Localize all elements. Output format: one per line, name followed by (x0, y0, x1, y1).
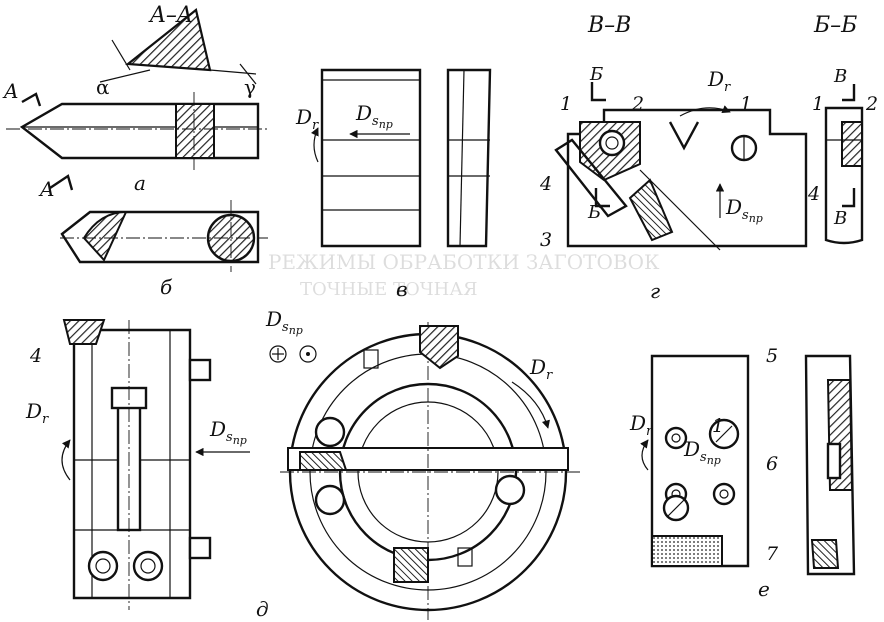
view-g: B–B Б Б 1 2 1 4 3 Dr Dsпр г (539, 13, 808, 303)
num-1-g: 1 (560, 93, 572, 115)
view-v-label: в (396, 277, 408, 301)
num-3-g: 3 (540, 229, 552, 251)
view-a: A A A–A α γ а (2, 3, 270, 201)
num-2-g: 2 (631, 93, 644, 115)
num-1-e: 1 (712, 415, 724, 437)
num-2-bb: 2 (865, 93, 878, 115)
dr-label-e: Dr (629, 411, 653, 439)
num-6-e: 6 (766, 453, 778, 475)
num-4-bb: 4 (807, 183, 820, 205)
num-1-g-right: 1 (740, 93, 752, 115)
dr-label-d: Dr (25, 399, 49, 427)
section-b-b-title: Б–Б (813, 13, 857, 38)
ds-label-v: Dsпр (355, 101, 393, 131)
section-b-b: Б–Б B B 1 2 4 (807, 13, 878, 245)
view-d-label: д (256, 597, 269, 621)
background-text-2: ТОЧНЫЕ ТОЧНАЯ (300, 279, 478, 300)
marker-b-cyr-bottom: Б (587, 202, 601, 223)
view-b: б (60, 200, 268, 299)
angle-alpha: α (96, 75, 110, 99)
num-4-g: 4 (539, 173, 552, 195)
num-1-bb: 1 (812, 93, 824, 115)
section-a-a-title: A–A (148, 3, 193, 28)
ds-label-e: Dsпр (683, 437, 721, 467)
view-v: Dr Dsпр в (295, 68, 492, 301)
angle-gamma: γ (244, 75, 256, 99)
marker-a-top: A (2, 79, 18, 103)
ds-label-g: Dsпр (725, 195, 763, 225)
ds-label-d-top: Dsпр (265, 307, 303, 337)
dr-label-g: Dr (707, 67, 731, 95)
view-e: 5 6 7 1 Dr Dsпр е (629, 345, 856, 601)
num-4-d: 4 (29, 345, 42, 367)
view-b-label: б (160, 275, 173, 299)
marker-v-bottom: B (833, 208, 847, 229)
view-e-label: е (758, 577, 770, 601)
marker-b-cyr-top: Б (589, 64, 603, 85)
dr-label-d-ring: Dr (529, 355, 553, 383)
num-5-e: 5 (766, 345, 778, 367)
dr-label-v: Dr (295, 105, 319, 133)
marker-v-top: B (833, 66, 847, 87)
num-7-e: 7 (766, 543, 779, 565)
ds-label-d: Dsпр (209, 417, 247, 447)
view-a-label: а (134, 171, 146, 195)
view-g-label: г (650, 279, 660, 303)
background-text-1: РЕЖИМЫ ОБРАБОТКИ ЗАГОТОВОК (268, 250, 660, 274)
view-d-holder: 4 Dr Dsпр (25, 319, 250, 610)
section-v-v-title: B–B (587, 13, 631, 38)
marker-a-bottom: A (38, 177, 54, 201)
view-d-ring: Dsпр Dr д (256, 307, 580, 621)
